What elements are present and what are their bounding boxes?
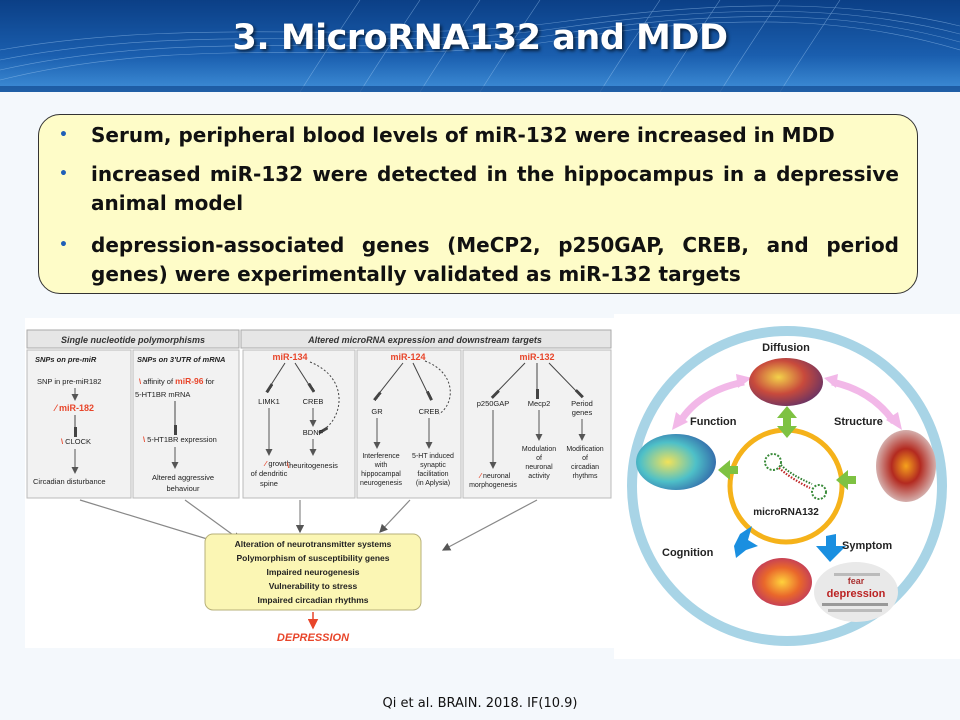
mir-134-panel — [242, 349, 356, 499]
mir-132-outcome3-line: rhythms — [573, 473, 598, 480]
mir-132-target3b: genes — [572, 408, 593, 417]
mir-124-panel — [356, 349, 462, 499]
snp-section-header — [26, 329, 240, 349]
bullet-item: • Serum, peripheral blood levels of miR-… — [59, 121, 899, 150]
snp-utr-target: \ 5-HT1BR expression — [143, 435, 217, 444]
header-background — [0, 0, 960, 92]
mir-134-target1: LIMK1 — [258, 397, 280, 406]
cognition-label: Cognition — [662, 547, 714, 559]
symptom-label: Symptom — [842, 540, 892, 552]
summary-line: Impaired neurogenesis — [266, 567, 359, 577]
clock-label: \ CLOCK — [61, 437, 91, 446]
svg-text:fear: fear — [848, 576, 865, 586]
mir-132-outcome2-line: activity — [528, 473, 550, 480]
bullet-dot-icon: • — [59, 166, 68, 182]
mir-132-outcome2-line: of — [536, 455, 542, 462]
summary-box — [204, 533, 422, 611]
snp-pre-mir-panel — [26, 349, 132, 499]
microrna132-diagram: microRNA132 fear depression — [627, 326, 947, 646]
svg-text:depression: depression — [827, 588, 886, 600]
snp-utr-outcome1: Altered aggressive — [152, 473, 214, 482]
bullet-text: increased miR-132 were detected in the h… — [91, 162, 899, 215]
snp-pre-mir-outcome: Circadian disturbance — [33, 477, 106, 486]
mir-124-outcome1-line: Interference — [362, 453, 399, 460]
bullet-item: • depression-associated genes (MeCP2, p2… — [59, 231, 899, 289]
mir-132-outcome3-line: Modification — [566, 446, 603, 453]
mir-132-target3: Period — [571, 399, 593, 408]
summary-line: Alteration of neurotransmitter systems — [235, 539, 392, 549]
bullet-text: depression-associated genes (MeCP2, p250… — [91, 233, 899, 286]
blue-arrow-cognition — [734, 526, 758, 558]
mir-134-outcome2: of dendritic — [251, 469, 288, 478]
mir-124-outcome2-line: synaptic — [420, 462, 446, 469]
mir-132-outcome1-line: morphogenesis — [469, 482, 517, 489]
bullet-dot-icon: • — [59, 127, 68, 143]
snp-utr-panel — [132, 349, 240, 499]
snp-pre-mir-header: SNPs on pre-miR — [35, 355, 97, 364]
pink-arrow-left — [676, 378, 745, 424]
diffusion-brain-image — [749, 358, 823, 406]
mechanism-figure: Single nucleotide polymorphisms SNPs on … — [25, 318, 615, 648]
mir-124-outcome2-line: 5-HT induced — [412, 453, 454, 460]
green-arrows — [718, 406, 856, 490]
snp-section-title: Single nucleotide polymorphisms — [61, 335, 205, 345]
mir-182-label: ⁄ miR-182 — [53, 403, 94, 413]
mir-124-label: miR-124 — [390, 352, 425, 362]
mir-124-outcome2-line: (in Aplysia) — [416, 480, 450, 487]
summary-line: Vulnerability to stress — [269, 581, 358, 591]
function-label: Function — [690, 416, 737, 428]
mirna-section-title: Altered microRNA expression and downstre… — [307, 335, 542, 345]
mir-134-target2: CREB — [303, 397, 324, 406]
blue-arrow-symptom — [816, 534, 846, 562]
mir-124-target2: CREB — [419, 407, 440, 416]
function-brain-image — [636, 434, 716, 490]
mir-124-outcome1-line: hippocampal — [361, 471, 401, 478]
bullet-item: • increased miR-132 were detected in the… — [59, 160, 899, 218]
mir-124-target1: GR — [371, 407, 383, 416]
mir-134-target3: BDNF — [303, 428, 324, 437]
microrna132-figure: microRNA132 fear depression — [614, 314, 960, 659]
cognition-brain-image — [752, 558, 812, 606]
summary-line: Polymorphism of susceptibility genes — [236, 553, 389, 563]
citation: Qi et al. BRAIN. 2018. IF(10.9) — [382, 696, 578, 711]
mir-134-outcome4: \neuritogenesis — [287, 461, 338, 470]
structure-brain-image — [876, 430, 936, 502]
mir-132-target1: p250GAP — [477, 399, 510, 408]
bullet-box: • Serum, peripheral blood levels of miR-… — [38, 114, 918, 294]
mir-132-target2: Mecp2 — [528, 399, 551, 408]
symptom-brain-image: fear depression — [814, 562, 898, 622]
center-ring — [727, 427, 845, 545]
snp-utr-line1: \ affinity of miR-96 for — [139, 376, 215, 386]
mir-132-outcome2-line: neuronal — [525, 464, 553, 471]
slide-title: 3. MicroRNA132 and MDD — [232, 18, 729, 58]
mir-132-outcome1-line: ⁄ neuronal — [478, 473, 511, 480]
mir-124-outcome1-line: with — [374, 462, 388, 469]
bullet-dot-icon: • — [59, 237, 68, 253]
mir-124-outcome2-line: facilitation — [417, 471, 448, 478]
snp-utr-outcome2: behaviour — [167, 484, 200, 493]
mirna-section-header — [240, 329, 612, 349]
mir-124-outcome1-line: neurogenesis — [360, 480, 403, 487]
bullet-text: Serum, peripheral blood levels of miR-13… — [91, 123, 835, 147]
mir-132-outcome3-line: circadian — [571, 464, 599, 471]
snp-pre-mir-line: SNP in pre-miR182 — [37, 377, 101, 386]
mir-134-outcome1: ⁄ growth — [263, 459, 291, 468]
mechanism-diagram: Single nucleotide polymorphisms SNPs on … — [26, 329, 612, 644]
center-label: microRNA132 — [753, 507, 819, 518]
structure-label: Structure — [834, 416, 883, 428]
snp-utr-header: SNPs on 3'UTR of mRNA — [137, 355, 225, 364]
microrna-hairpin-icon — [764, 453, 827, 500]
diffusion-label: Diffusion — [762, 342, 810, 354]
mir-132-outcome3-line: of — [582, 455, 588, 462]
slide-header: 3. MicroRNA132 and MDD — [0, 0, 960, 92]
pink-arrow-right — [831, 378, 897, 425]
mir-134-outcome3: spine — [260, 479, 278, 488]
snp-utr-line2: 5-HT1BR mRNA — [135, 390, 190, 399]
depression-outcome: DEPRESSION — [277, 632, 350, 644]
summary-line: Impaired circadian rhythms — [257, 595, 368, 605]
mir-134-label: miR-134 — [272, 352, 307, 362]
mir-132-outcome2-line: Modulation — [522, 446, 556, 453]
mir-132-label: miR-132 — [519, 352, 554, 362]
